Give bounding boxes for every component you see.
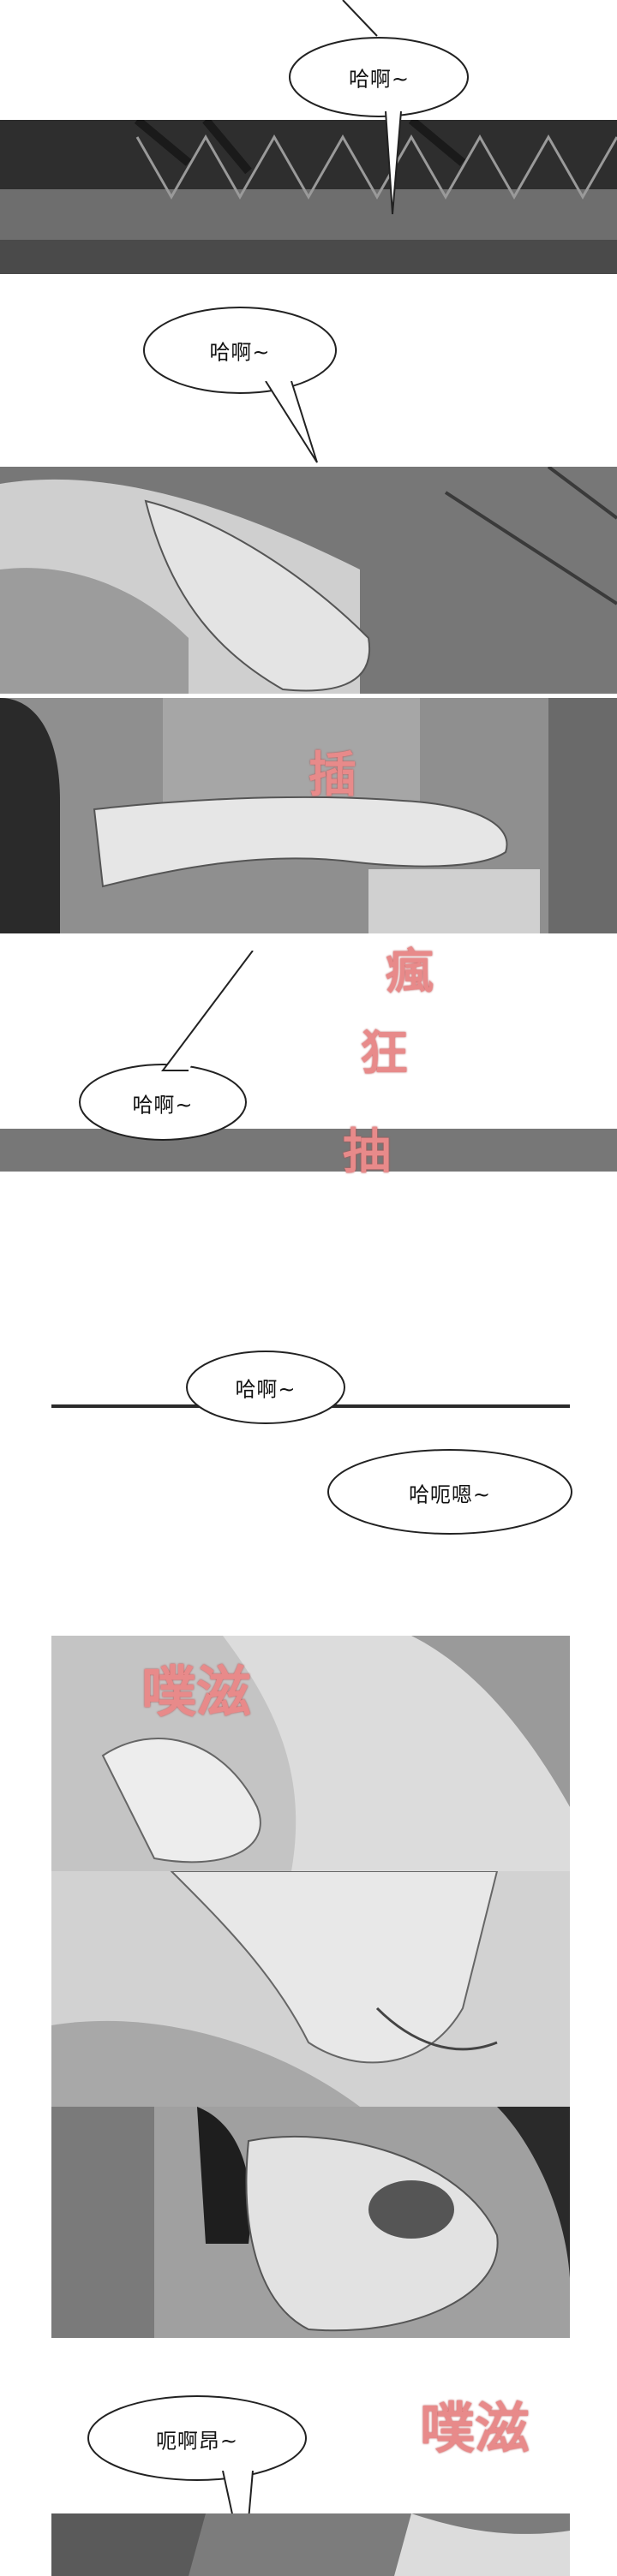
bubble-5-text: 哈呃嗯~ bbox=[408, 1482, 492, 1506]
bubble-2-tail bbox=[265, 381, 318, 463]
bubble-shape bbox=[289, 37, 469, 117]
panel-8-art bbox=[51, 2513, 570, 2576]
sfx-kuang: 狂 bbox=[360, 1025, 408, 1082]
panel-8-bottom bbox=[51, 2513, 570, 2576]
panel-1-rooftop bbox=[0, 120, 617, 274]
speech-bubble-1: 哈啊~ bbox=[287, 34, 471, 120]
bubble-6-text: 呃啊昂~ bbox=[155, 2429, 239, 2453]
sfx-cha: 插 bbox=[308, 747, 356, 803]
bubble-1-text: 哈啊~ bbox=[348, 67, 410, 92]
panel-7-art bbox=[51, 2107, 570, 2338]
panel-5-art bbox=[51, 1636, 570, 1871]
bubble-4-text: 哈啊~ bbox=[235, 1377, 297, 1402]
speech-bubble-4: 哈啊~ bbox=[184, 1349, 347, 1426]
bubble-3-tail bbox=[161, 951, 254, 1071]
sfx-chou: 抽 bbox=[343, 1124, 391, 1180]
speech-bubble-3: 哈啊~ bbox=[77, 1062, 249, 1143]
sfx-puzi-2: 噗滋 bbox=[420, 2397, 530, 2461]
bubble-shape bbox=[79, 1064, 247, 1141]
bubble-shape bbox=[186, 1351, 345, 1424]
panel-2-art bbox=[0, 467, 617, 694]
bubble-shape bbox=[87, 2395, 307, 2481]
bubble-shape bbox=[143, 307, 337, 394]
panel-6-art bbox=[51, 1871, 570, 2107]
panel-5-closeup bbox=[51, 1636, 570, 1871]
panel-3-art bbox=[0, 698, 617, 933]
panel-1-art bbox=[0, 120, 617, 274]
bubble-1-tail bbox=[342, 0, 402, 215]
panel-6-closeup bbox=[51, 1871, 570, 2107]
bubble-2-text: 哈啊~ bbox=[209, 340, 271, 365]
speech-bubble-5: 哈呃嗯~ bbox=[326, 1447, 574, 1537]
panel-3-legs bbox=[0, 698, 617, 933]
panel-4-strip bbox=[0, 1129, 617, 1172]
sfx-feng: 瘋 bbox=[386, 944, 434, 1000]
speech-bubble-6: 呃啊昂~ bbox=[86, 2394, 308, 2484]
sfx-puzi-1: 噗滋 bbox=[141, 1661, 251, 1725]
bubble-3-text: 哈啊~ bbox=[132, 1093, 194, 1117]
panel-2-floor bbox=[0, 467, 617, 694]
bubble-shape bbox=[327, 1449, 572, 1535]
speech-bubble-2: 哈啊~ bbox=[141, 304, 338, 397]
panel-7-face bbox=[51, 2107, 570, 2338]
